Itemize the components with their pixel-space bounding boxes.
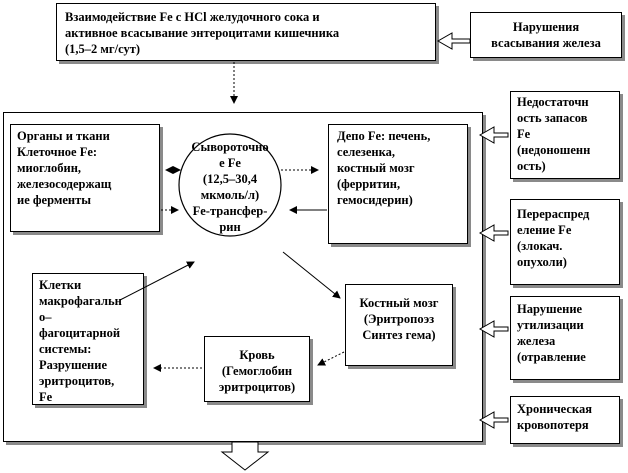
hollow-arrow-chronic-blood-loss (478, 411, 509, 429)
organs-tissues-box: Органы и ткани Клеточное Fe: миоглобин, … (10, 124, 160, 232)
side-box-chronic-blood-loss: Хроническая кровопотеря (510, 396, 620, 444)
depot-text: Депо Fe: печень, селезенка, костный мозг… (337, 129, 431, 207)
macrophage-box: Клетки макрофагальн о– фагоцитарной сист… (32, 273, 144, 405)
arrow-bone-marrow-blood (317, 351, 345, 366)
side-box-redistribution: Перераспред еление Fe (злокач. опухоли) (510, 199, 620, 285)
side-box-stores-deficiency: Недостаточн ость запасов Fe (недоношенн … (510, 91, 620, 179)
top-absorption-text: Взаимодействие Fe с HCl желудочного сока… (65, 10, 340, 56)
hollow-arrow-stores-deficiency (478, 126, 509, 144)
side-box-text: Недостаточн ость запасов Fe (недоношенн … (517, 95, 591, 173)
bone-marrow-box: Костный мозг (Эритропоэз Синтез гема) (345, 284, 453, 366)
side-box-text: Нарушение утилизации железа (отравление (517, 302, 586, 364)
arrow-serum-bone-marrow (282, 251, 341, 299)
absorption-disorder-text: Нарушения всасывания железа (491, 20, 601, 50)
serum-fe-text: Сывороточно е Fe (12,5–30,4 мкмоль/л) Fe… (191, 140, 269, 234)
hollow-arrow-redistribution (478, 224, 509, 242)
side-box-utilization-disorder: Нарушение утилизации железа (отравление (510, 296, 620, 380)
hollow-arrow-utilization-disorder (478, 320, 509, 338)
hollow-arrow-absorption-disorder (436, 32, 471, 50)
blood-text: Кровь (Гемоглобин эритроцитов) (218, 348, 296, 394)
organs-tissues-text: Органы и ткани Клеточное Fe: миоглобин, … (17, 129, 112, 207)
side-box-text: Хроническая кровопотеря (517, 402, 592, 432)
macrophage-text: Клетки макрофагальн о– фагоцитарной сист… (39, 278, 122, 404)
side-box-text: Перераспред еление Fe (злокач. опухоли) (517, 207, 590, 269)
depot-box: Депо Fe: печень, селезенка, костный мозг… (328, 124, 468, 244)
serum-fe-circle (178, 133, 282, 237)
arrow-macrophage-serum (119, 261, 195, 301)
hollow-arrow-bottom-output (220, 441, 270, 471)
blood-box: Кровь (Гемоглобин эритроцитов) (204, 336, 310, 402)
absorption-disorder-box: Нарушения всасывания железа (470, 12, 622, 58)
top-absorption-box: Взаимодействие Fe с HCl желудочного сока… (56, 3, 436, 61)
bone-marrow-text: Костный мозг (Эритропоэз Синтез гема) (359, 296, 439, 342)
